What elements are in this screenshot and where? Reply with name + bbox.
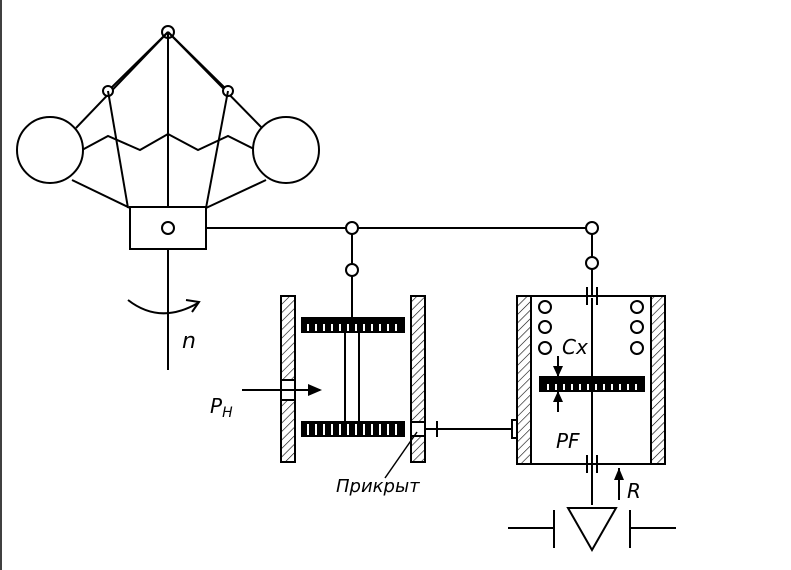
rotation-arrow bbox=[127, 299, 199, 315]
spool-valve bbox=[242, 295, 426, 463]
inlet-pressure-label: PH bbox=[210, 394, 233, 421]
link-pivot-right bbox=[585, 221, 599, 235]
linkage-bar bbox=[206, 221, 599, 320]
connecting-pipe bbox=[425, 419, 521, 439]
lower-spool-land bbox=[301, 421, 405, 437]
link-pivot-left bbox=[345, 221, 359, 235]
centrifugal-governor bbox=[16, 25, 320, 370]
right-flyball bbox=[252, 116, 320, 184]
upper-spool-land bbox=[301, 317, 405, 333]
speed-label: n bbox=[182, 329, 196, 354]
left-flyball bbox=[16, 116, 84, 184]
valve-right-wall bbox=[410, 295, 426, 463]
throttle-valve bbox=[508, 507, 676, 553]
piston-force-label: PF bbox=[556, 429, 580, 453]
spring-stiffness-label: Cx bbox=[562, 335, 588, 359]
cylinder-right-wall bbox=[650, 295, 666, 465]
spool-stem bbox=[344, 331, 360, 423]
throttle-wedge bbox=[566, 507, 618, 553]
servo-cylinder bbox=[516, 287, 666, 505]
governor-spring bbox=[81, 132, 257, 152]
cylinder-left-wall bbox=[516, 295, 532, 465]
cover-pressure-leader bbox=[384, 431, 418, 479]
reaction-label: R bbox=[627, 479, 641, 503]
cover-pressure-label: Прикрыт bbox=[336, 476, 420, 497]
